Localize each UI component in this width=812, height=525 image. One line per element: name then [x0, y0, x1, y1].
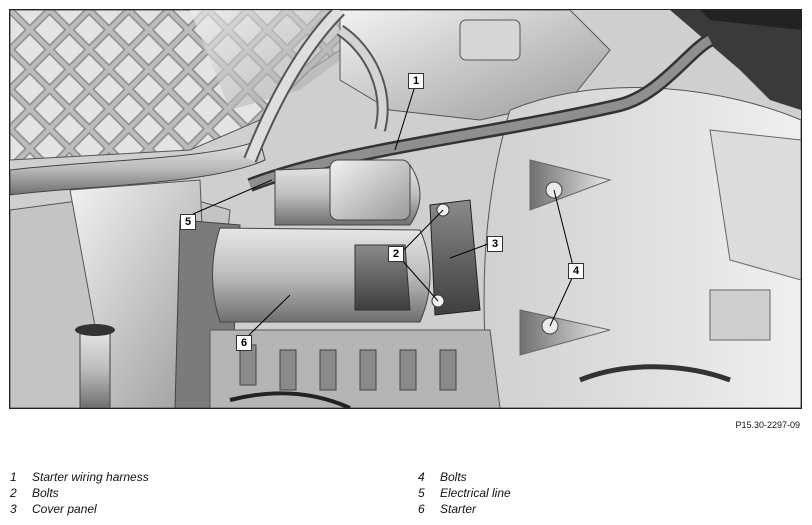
- legend-label: Starter: [440, 502, 477, 516]
- legend-number: 6: [418, 502, 425, 516]
- legend-item: 3 Cover panel: [10, 501, 149, 517]
- legend-label: Bolts: [440, 470, 467, 484]
- legend-label: Starter wiring harness: [32, 470, 149, 484]
- callout-4: 4: [568, 263, 584, 279]
- legend-item: 6 Starter: [418, 501, 511, 517]
- legend-right: 4 Bolts 5 Electrical line 6 Starter: [418, 469, 511, 517]
- legend-label: Bolts: [32, 486, 59, 500]
- legend-number: 4: [418, 470, 425, 484]
- callout-3: 3: [487, 236, 503, 252]
- legend-left: 1 Starter wiring harness 2 Bolts 3 Cover pa…: [10, 469, 149, 517]
- callout-1: 1: [408, 73, 424, 89]
- legend-item: 1 Starter wiring harness: [10, 469, 149, 485]
- legend-item: 5 Electrical line: [418, 485, 511, 501]
- legend-label: Cover panel: [32, 502, 97, 516]
- legend-number: 3: [10, 502, 17, 516]
- callout-6: 6: [236, 335, 252, 351]
- legend-number: 5: [418, 486, 425, 500]
- callout-5: 5: [180, 214, 196, 230]
- legend-number: 2: [10, 486, 17, 500]
- engine-drawing: [10, 10, 801, 408]
- callout-2: 2: [388, 246, 404, 262]
- figure-code: P15.30-2297-09: [735, 420, 800, 430]
- legend-number: 1: [10, 470, 17, 484]
- engine-illustration: 1 2 3 4 5 6: [9, 9, 802, 409]
- legend-item: 4 Bolts: [418, 469, 511, 485]
- legend-item: 2 Bolts: [10, 485, 149, 501]
- legend-label: Electrical line: [440, 486, 511, 500]
